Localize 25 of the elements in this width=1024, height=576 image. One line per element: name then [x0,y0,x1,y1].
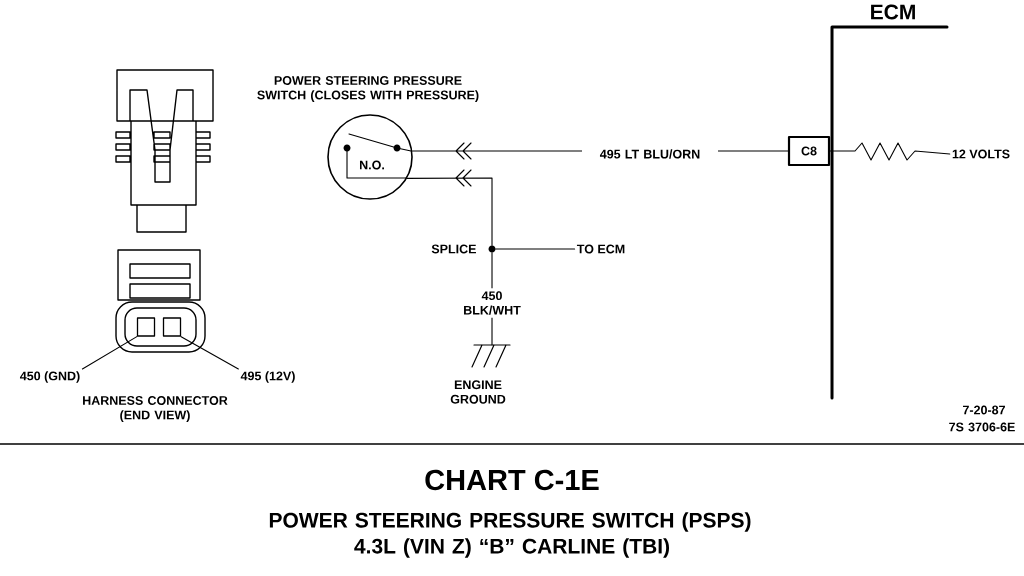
subtitle: 4.3L (VIN Z) “B” CARLINE (TBI) [354,538,669,558]
wire [495,248,576,250]
ground-label: ENGINE GROUND [450,380,506,404]
wire [829,142,951,161]
subtitle: POWER STEERING PRESSURE SWITCH (PSPS) [269,512,751,532]
chart-title: CHART C-1E [425,469,599,491]
leader-line [81,336,138,370]
terminal [162,317,182,337]
edge-label: 495 LT BLU/ORN [582,146,718,162]
splice-label: SPLICE [431,244,476,254]
leader-line [180,336,239,370]
terminal [136,317,156,337]
switch-label: POWER STEERING PRESSURE SWITCH (CLOSES WITH PRESSURE) [257,76,479,102]
ecm-label: ECM [871,4,915,20]
caption: HARNESS CONNECTOR (END VIEW) [83,396,228,422]
wire-label: 495 (12V) [240,371,295,383]
drawing-number: 7S 3706-6E [949,422,1015,432]
wire-label: TO ECM [576,244,625,254]
pressure-switch: N.O. [327,114,413,200]
wire [406,169,493,246]
wire-label: 450 (GND) [20,371,80,383]
date-text: 7-20-87 [963,405,1005,415]
edge-label: 450 BLK/WHT [459,288,525,318]
wire-label: 12 VOLTS [952,149,1010,159]
pin-box: C8 [787,135,831,167]
